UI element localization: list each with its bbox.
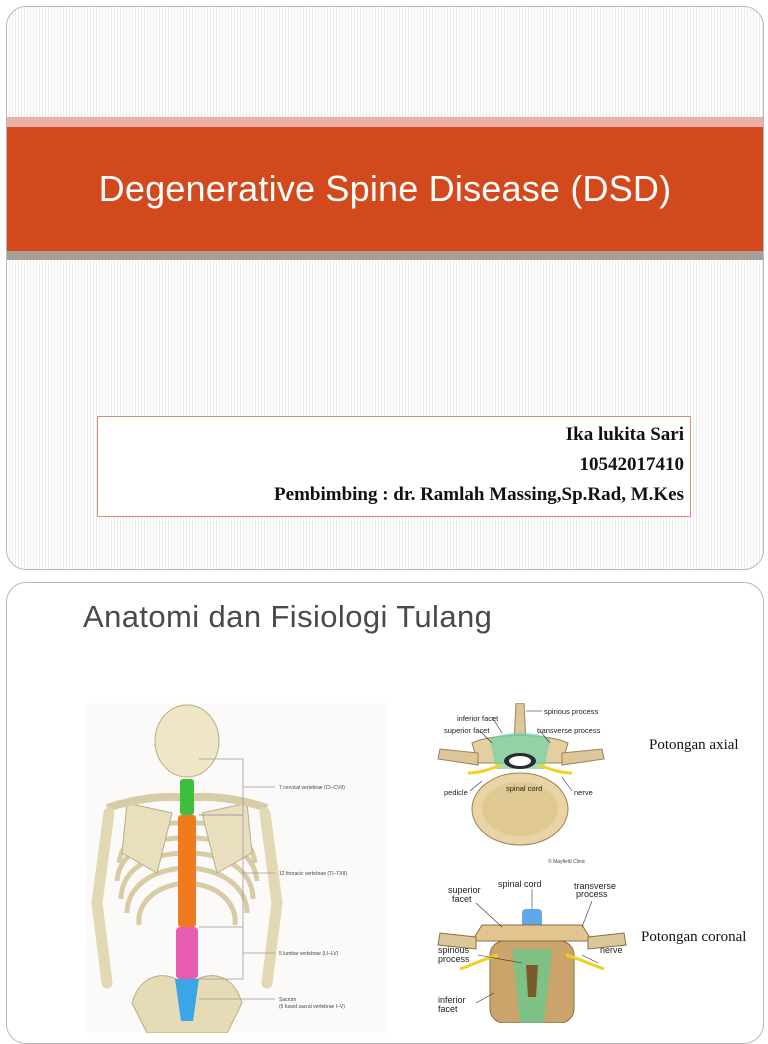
label-pedicle: pedicle bbox=[444, 788, 468, 797]
author-id: 10542017410 bbox=[579, 454, 685, 475]
label-spinal-cord-coronal: spinal cord bbox=[498, 879, 542, 889]
label-spinous: spinous bbox=[438, 945, 470, 955]
label-inferior-facet-2: facet bbox=[438, 1004, 458, 1014]
label-transverse: transverse bbox=[574, 881, 616, 891]
caption-axial: Potongan axial bbox=[649, 737, 739, 753]
caption-coronal: Potongan coronal bbox=[641, 929, 747, 945]
label-superior-facet: superior facet bbox=[444, 726, 490, 735]
label-nerve: nerve bbox=[574, 788, 593, 797]
label-transverse-process: transverse process bbox=[537, 726, 601, 735]
title-slide: Degenerative Spine Disease (DSD) Ika luk… bbox=[6, 6, 764, 570]
label-spinous-process-2: process bbox=[438, 954, 470, 964]
title-band-bottom-stripe bbox=[7, 251, 763, 260]
label-process: process bbox=[576, 889, 608, 899]
axial-vertebra-illustration: spinous process inferior facet superior … bbox=[437, 703, 605, 865]
label-thoracic: 12 thoracic vertebrae (TI–TXII) bbox=[279, 871, 347, 877]
author-name: Ika lukita Sari bbox=[565, 424, 684, 445]
label-cervical: 7 cervical vertebrae (CI–CVII) bbox=[279, 785, 345, 791]
label-lumbar: 5 lumbar vertebrae (LI–LV) bbox=[279, 951, 339, 957]
label-spinal-cord: spinal cord bbox=[506, 784, 542, 793]
label-superior: superior bbox=[448, 885, 481, 895]
label-facet: facet bbox=[452, 894, 472, 904]
label-sacrum-detail: (5 fused sacral vertebrae I–V) bbox=[279, 1004, 345, 1010]
label-inferior: inferior bbox=[438, 995, 466, 1005]
anatomy-slide: Anatomi dan Fisiologi Tulang bbox=[6, 582, 764, 1044]
label-inferior-facet: inferior facet bbox=[457, 714, 499, 723]
author-textbox: Ika lukita Sari 10542017410 Pembimbing :… bbox=[97, 416, 691, 517]
label-spinous-process: spinous process bbox=[544, 707, 598, 716]
skeleton-spine-illustration: 7 cervical vertebrae (CI–CVII) 12 thorac… bbox=[87, 703, 387, 1033]
axial-credit: © Mayfield Clinic bbox=[548, 858, 586, 865]
coronal-vertebra-illustration: spinal cord superior facet transverse pr… bbox=[437, 879, 627, 1023]
label-nerve-coronal: nerve bbox=[600, 945, 623, 955]
title-band bbox=[7, 127, 763, 251]
title-band-top-stripe bbox=[7, 117, 763, 127]
label-sacrum: Sacrum bbox=[279, 997, 296, 1003]
slide-title-anatomy: Anatomi dan Fisiologi Tulang bbox=[83, 599, 493, 634]
slide-title: Degenerative Spine Disease (DSD) bbox=[98, 168, 672, 209]
supervisor-line: Pembimbing : dr. Ramlah Massing,Sp.Rad, … bbox=[274, 484, 684, 505]
